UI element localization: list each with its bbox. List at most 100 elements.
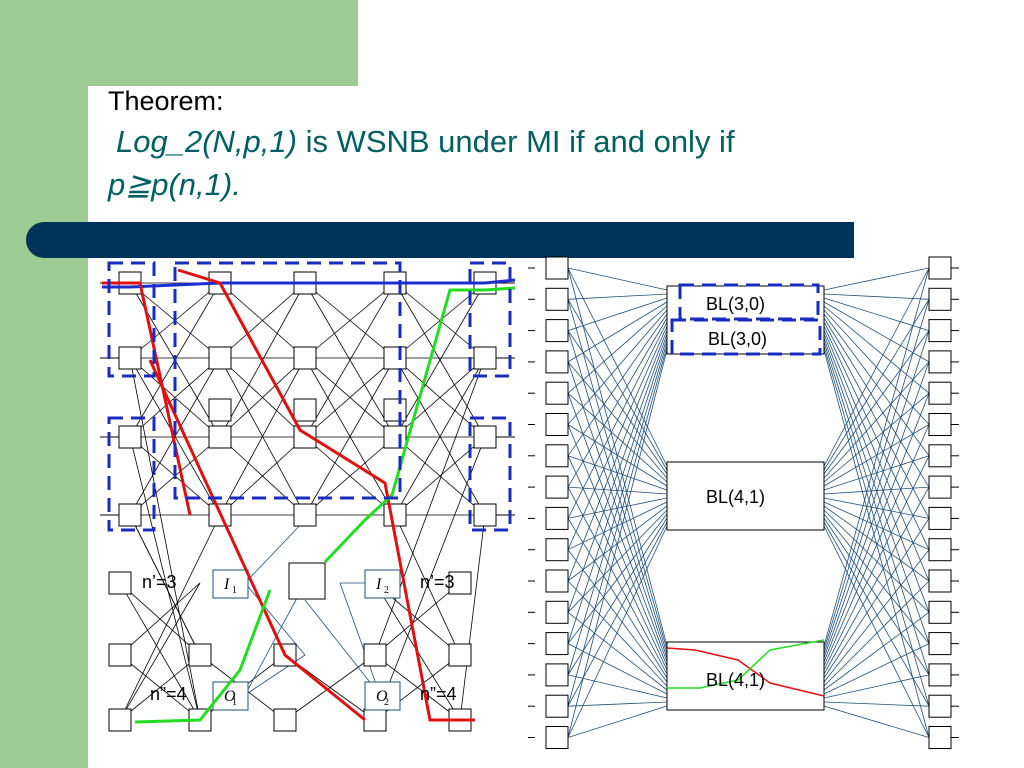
fan-out-line xyxy=(823,305,930,394)
io-label: O xyxy=(376,688,388,705)
fan-in-line xyxy=(567,267,668,291)
mesh-line xyxy=(304,436,396,516)
io-box xyxy=(364,681,401,711)
input-port-box xyxy=(545,506,569,530)
right-network: BL(3,0)BL(3,0)BL(4,1)BL(4,1) xyxy=(528,256,959,749)
fan-out-line xyxy=(823,509,930,613)
mesh-line xyxy=(374,582,461,656)
mesh-line xyxy=(219,357,306,438)
fan-out-line xyxy=(823,317,930,488)
theorem-network-name: Log_2(N,p,1) xyxy=(116,124,297,159)
output-port-box xyxy=(928,413,952,436)
fan-in-line xyxy=(567,267,668,647)
input-port-box xyxy=(545,569,569,593)
output-port-box xyxy=(928,726,952,749)
theorem-condition-text: is WSNB under MI if and only if xyxy=(296,124,735,159)
mesh-line xyxy=(374,436,486,721)
middle-link-line xyxy=(339,582,381,696)
mesh-line xyxy=(394,357,486,516)
input-port-box xyxy=(545,663,569,687)
switch-box xyxy=(383,398,407,422)
mesh-line xyxy=(304,357,396,516)
fan-in-line xyxy=(567,297,668,331)
io-label: I xyxy=(375,576,382,593)
switch-box xyxy=(188,643,212,667)
dashed-block-box xyxy=(670,318,822,356)
subnetwork-block xyxy=(666,641,825,711)
fan-in-line xyxy=(567,345,668,707)
dashed-group-box xyxy=(107,261,156,378)
switch-box xyxy=(293,398,317,422)
dashed-group-box xyxy=(468,261,512,378)
middle-link-line xyxy=(244,582,306,656)
output-port-box xyxy=(928,663,952,687)
fan-in-line xyxy=(567,513,668,644)
io-box xyxy=(364,569,401,599)
switch-box xyxy=(108,708,132,732)
middle-link-line xyxy=(244,519,306,584)
fan-in-line xyxy=(567,509,668,613)
subnetwork-block xyxy=(666,461,825,531)
stage-size-label: n”=4 xyxy=(420,684,457,704)
block-label: BL(3,0) xyxy=(708,329,767,349)
switch-box xyxy=(208,425,232,449)
mesh-line xyxy=(129,357,221,438)
mesh-line xyxy=(119,514,221,721)
block-label: BL(4,1) xyxy=(706,670,765,690)
fan-out-line xyxy=(823,518,930,679)
switch-box xyxy=(273,708,297,732)
fan-out-line xyxy=(823,701,930,707)
switch-box xyxy=(118,503,142,527)
fan-out-line xyxy=(823,455,930,671)
switch-box xyxy=(383,425,407,449)
output-port-box xyxy=(928,381,952,405)
red-path xyxy=(177,268,475,722)
input-port-box xyxy=(545,413,569,436)
fan-out-line xyxy=(823,313,930,457)
theorem-bound: p≧p(n,1). xyxy=(108,167,241,202)
output-port-box xyxy=(928,444,952,468)
middle-link-line xyxy=(244,582,306,696)
switch-box xyxy=(118,425,142,449)
io-label: O xyxy=(224,688,236,705)
fan-out-line xyxy=(823,643,930,695)
fan-out-line xyxy=(823,521,930,707)
fan-in-line xyxy=(567,549,668,683)
fan-in-line xyxy=(567,580,668,687)
fan-out-line xyxy=(823,341,930,676)
fan-out-line xyxy=(823,330,930,655)
output-port-box xyxy=(928,694,952,718)
fan-out-line xyxy=(823,705,930,738)
switch-box xyxy=(108,643,132,667)
fan-in-line xyxy=(567,701,668,707)
io-subscript: 1 xyxy=(232,585,237,596)
mesh-line xyxy=(394,357,486,438)
mesh-line xyxy=(219,436,306,516)
dashed-group-box xyxy=(107,416,156,532)
fan-out-line xyxy=(823,267,930,647)
fan-in-line xyxy=(567,674,668,699)
fan-in-line xyxy=(567,643,668,695)
sidebar-decoration xyxy=(0,0,88,768)
fan-out-line xyxy=(823,486,930,675)
fan-out-line xyxy=(823,517,930,676)
output-port-box xyxy=(928,256,952,280)
input-port-box xyxy=(545,726,569,749)
switch-box xyxy=(108,571,132,595)
fan-in-line xyxy=(567,317,668,488)
red-path xyxy=(102,281,192,516)
fan-in-line xyxy=(567,486,668,675)
fan-out-line xyxy=(823,297,930,331)
stage-size-label: n’=3 xyxy=(420,572,455,592)
fan-out-line xyxy=(823,349,930,738)
mesh-line xyxy=(119,582,201,721)
fan-in-line xyxy=(567,333,668,613)
green-path xyxy=(134,589,272,724)
switch-box xyxy=(473,346,497,370)
io-subscript: 2 xyxy=(384,697,389,708)
fan-out-line xyxy=(823,337,930,644)
fan-out-line xyxy=(823,549,930,683)
mesh-line xyxy=(129,436,201,721)
fan-in-line xyxy=(567,341,668,676)
fan-out-line xyxy=(823,329,930,582)
